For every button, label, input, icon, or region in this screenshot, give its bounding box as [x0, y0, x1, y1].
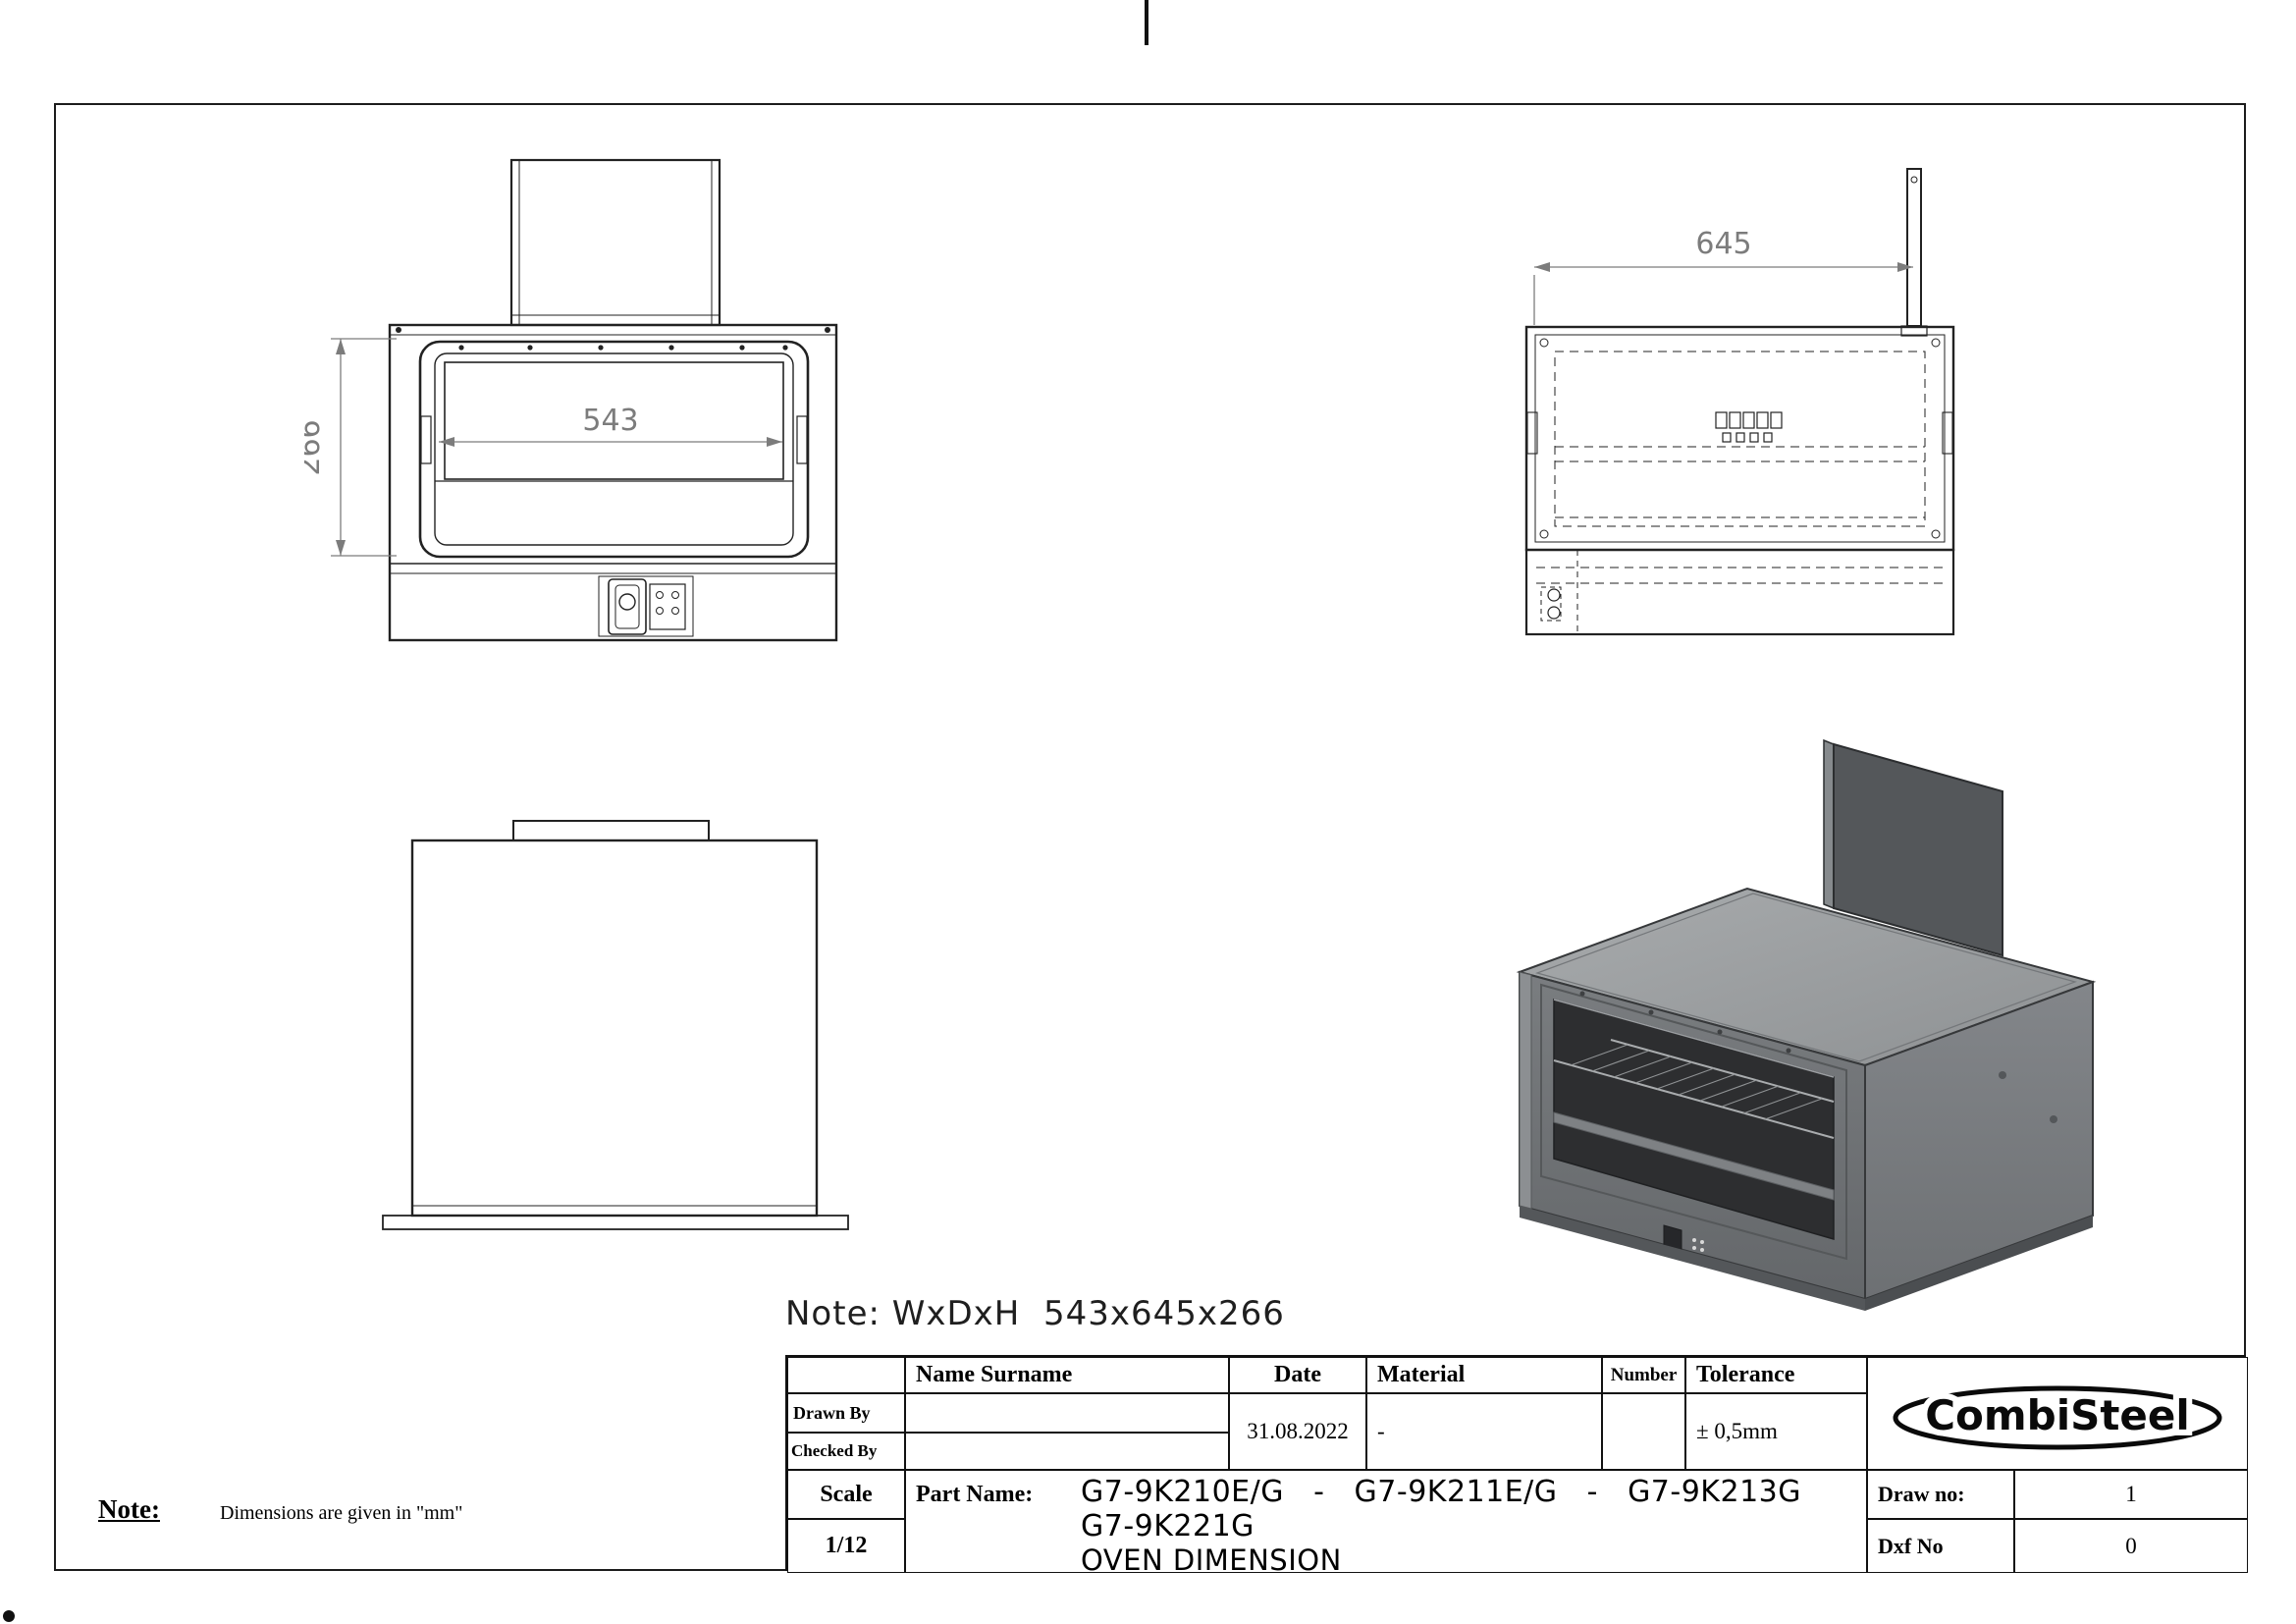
size-note: Note: WxDxH 543x645x266: [785, 1294, 1285, 1333]
top-view-drawing: 645: [1524, 168, 1955, 636]
oven-base-side: [1865, 1216, 2093, 1311]
wire-rack: [1553, 1039, 1835, 1139]
tb-corner-cell: [787, 1357, 905, 1393]
tb-checked-by-label: Checked By: [787, 1433, 905, 1470]
oven-tray: [1553, 1111, 1835, 1201]
side-view-drawing: [382, 820, 849, 1230]
tb-material-value: -: [1366, 1393, 1602, 1470]
door-hinge-strip: [1519, 971, 1532, 1210]
tb-logo-cell: CombiSteel: [1867, 1357, 2248, 1470]
dim-width-label: 543: [582, 404, 638, 438]
tb-draw-no-value: 1: [2014, 1470, 2248, 1519]
title-block: Name Surname Date Material Number Tolera…: [785, 1355, 2248, 1573]
dim-height-label: 266: [304, 419, 327, 475]
tb-header-tolerance: Tolerance: [1685, 1357, 1867, 1393]
dimension-lines: [331, 338, 782, 557]
drawing-title: OVEN DIMENSION: [1081, 1543, 1342, 1573]
tb-draw-no-label: Draw no:: [1867, 1470, 2014, 1519]
tb-scale-value: 1/12: [787, 1519, 905, 1573]
part-names-line2: G7-9K221G: [1081, 1509, 1255, 1543]
wire-rack-bars: [1570, 1044, 1823, 1120]
tb-header-number: Number: [1602, 1357, 1685, 1393]
burner-ports: [1715, 411, 1783, 443]
tb-drawn-by-label: Drawn By: [787, 1393, 905, 1433]
tb-header-material: Material: [1366, 1357, 1602, 1393]
dim-depth-label: 645: [1695, 227, 1751, 261]
tb-drawn-by-value: [905, 1393, 1229, 1433]
tb-part-name-cell: Part Name: G7-9K210E/G - G7-9K211E/G - G…: [905, 1470, 1867, 1573]
tb-date-value: 31.08.2022: [1229, 1393, 1366, 1470]
dimension-arrows: [336, 339, 782, 556]
brand-name: CombiSteel: [1925, 1391, 2190, 1439]
dimension-lines: [1533, 266, 1913, 325]
tb-header-date: Date: [1229, 1357, 1366, 1393]
tb-checked-by-value: [905, 1433, 1229, 1470]
tb-tolerance-value: ± 0,5mm: [1685, 1393, 1867, 1470]
tb-scale-label: Scale: [787, 1470, 905, 1519]
footnote-text: Dimensions are given in "mm": [220, 1502, 463, 1524]
screw-dots: [396, 327, 830, 351]
combisteel-logo: CombiSteel: [1893, 1385, 2222, 1449]
tb-dxf-no-label: Dxf No: [1867, 1519, 2014, 1573]
back-splash-panel: [1823, 738, 2003, 957]
footnote-label: Note:: [98, 1494, 160, 1524]
oven-base-front: [1520, 1206, 1865, 1311]
tb-number-value: [1602, 1393, 1685, 1470]
tb-dxf-no-value: 0: [2014, 1519, 2248, 1573]
fold-mark: [1145, 0, 1148, 45]
frame-screws: [1579, 991, 1791, 1054]
tb-header-name-surname: Name Surname: [905, 1357, 1229, 1393]
iso-view-3d: [1516, 738, 2097, 1311]
part-name-label: Part Name:: [916, 1482, 1034, 1507]
front-view-drawing: 543 266: [304, 158, 838, 642]
dimension-arrows: [1534, 262, 1913, 272]
part-names-line1: G7-9K210E/G - G7-9K211E/G - G7-9K213G: [1081, 1475, 1801, 1509]
corner-dot: [3, 1610, 15, 1622]
